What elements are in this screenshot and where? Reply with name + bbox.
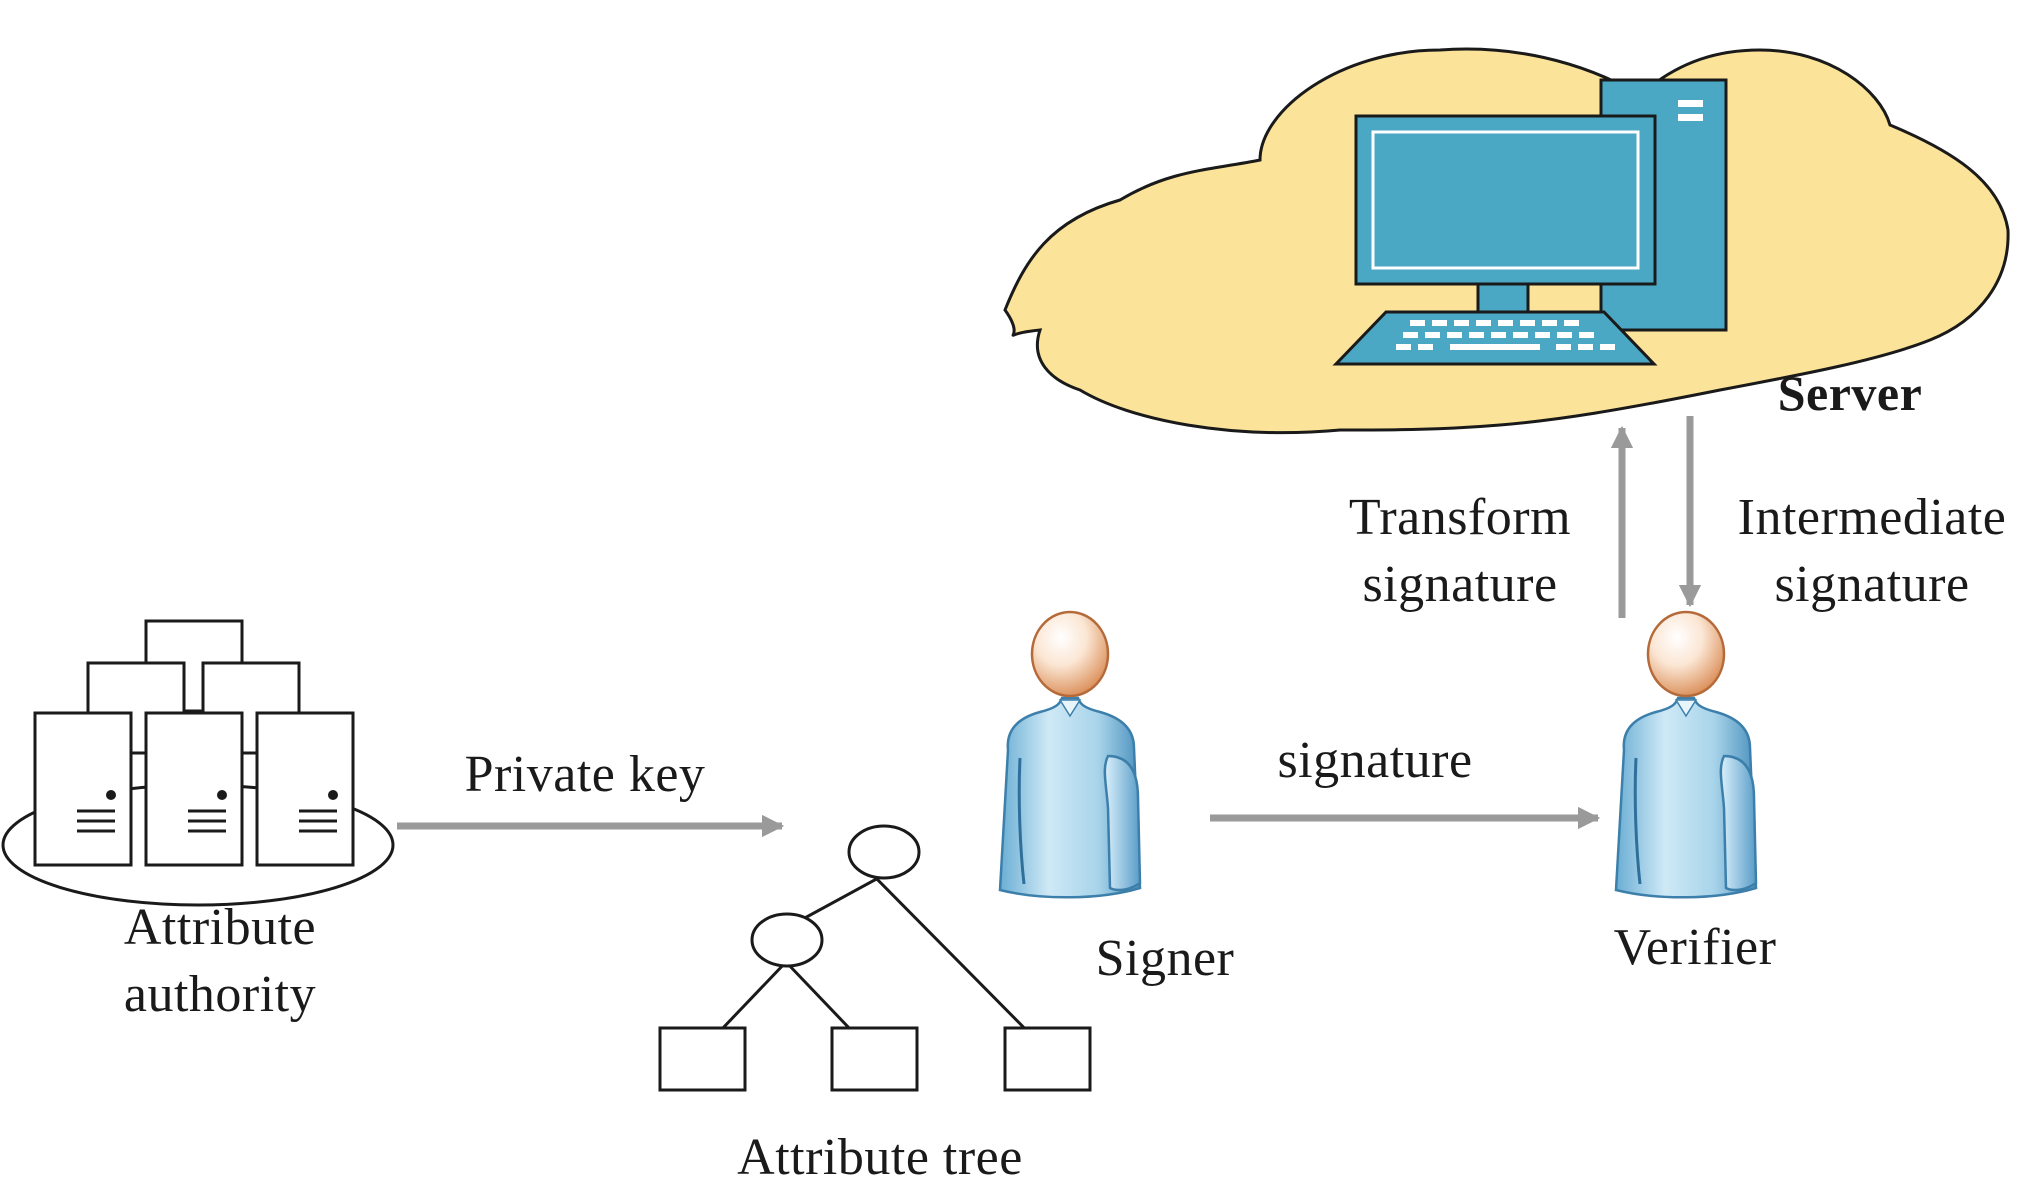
attribute-tree-icon: [658, 824, 1092, 1092]
server-cluster-icon: [1, 619, 395, 907]
transform-signature-label-line2: signature: [1362, 556, 1558, 613]
signature-label: signature: [1277, 732, 1473, 789]
transform-signature-label-line1: Transform: [1348, 489, 1572, 546]
verifier-label: Verifier: [1613, 919, 1777, 976]
private-key-label: Private key: [464, 746, 706, 803]
server-label: Server: [1777, 365, 1923, 421]
attribute-authority-label-line1: Attribute: [123, 899, 317, 956]
attribute-authority-label-line2: authority: [123, 966, 317, 1023]
desktop-computer-icon: [1332, 78, 1728, 366]
intermediate-signature-label-line2: signature: [1774, 556, 1970, 613]
signer-label: Signer: [1095, 930, 1235, 987]
signer-person-icon: [998, 610, 1142, 899]
verifier-person-icon: [1614, 610, 1758, 899]
intermediate-signature-label-line1: Intermediate: [1737, 489, 2007, 546]
attribute-tree-label: Attribute tree: [737, 1129, 1023, 1186]
